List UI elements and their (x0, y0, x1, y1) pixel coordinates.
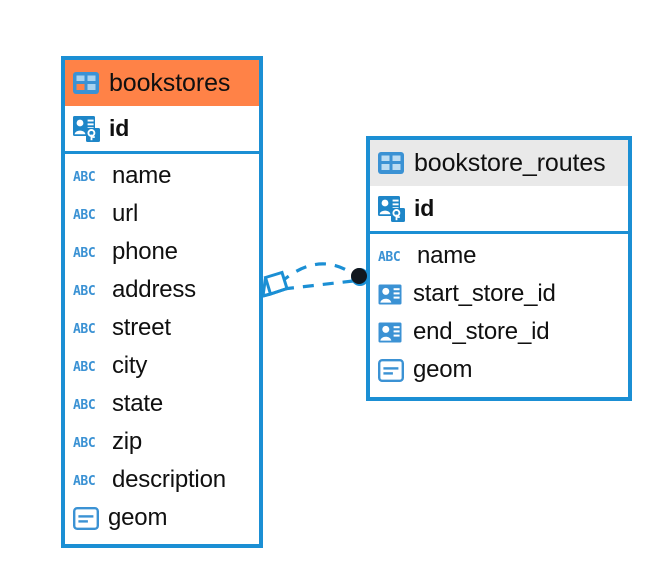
field-label-geom: geom (413, 356, 473, 383)
entity-table-bookstores[interactable]: bookstores (61, 56, 263, 548)
field-row-geom[interactable]: geom (65, 499, 259, 537)
text-abc-icon: ABC (73, 321, 96, 337)
field-label-start-store-id: start_store_id (413, 280, 556, 307)
field-row-description[interactable]: ABC description (65, 461, 259, 499)
entity-header-bookstores[interactable]: bookstores (65, 60, 259, 106)
field-row-street[interactable]: ABC street (65, 309, 259, 347)
field-row-start-store-id[interactable]: start_store_id (370, 275, 628, 313)
field-row-address[interactable]: ABC address (65, 271, 259, 309)
relationship-line-start-store (282, 279, 354, 291)
text-abc-icon: ABC (73, 207, 96, 223)
entity-header-bookstore-routes[interactable]: bookstore_routes (370, 140, 628, 186)
foreign-key-icon (378, 321, 404, 344)
entity-table-bookstore-routes[interactable]: bookstore_routes (366, 136, 632, 401)
text-abc-icon: ABC (378, 249, 401, 265)
primary-key-icon (73, 115, 100, 142)
geometry-icon (73, 506, 99, 530)
field-label-id: id (414, 195, 435, 221)
field-row-name[interactable]: ABC name (65, 157, 259, 195)
field-row-city[interactable]: ABC city (65, 347, 259, 385)
text-abc-icon: ABC (73, 397, 96, 413)
field-label-id: id (109, 115, 130, 141)
text-abc-icon: ABC (73, 283, 96, 299)
relationship-line-end-store (278, 262, 358, 285)
field-label-address: address (112, 276, 196, 303)
text-abc-icon: ABC (73, 435, 96, 451)
entity-title-bookstores: bookstores (109, 68, 231, 97)
field-row-end-store-id[interactable]: end_store_id (370, 313, 628, 351)
field-label-name: name (112, 162, 172, 189)
field-row-id[interactable]: id (370, 186, 628, 231)
field-label-geom: geom (108, 504, 168, 531)
field-label-phone: phone (112, 238, 178, 265)
field-label-city: city (112, 352, 148, 379)
field-row-geom[interactable]: geom (370, 351, 628, 389)
table-icon (73, 72, 99, 94)
primary-key-group-bookstore-routes: id (370, 186, 628, 234)
foreign-key-icon (378, 283, 404, 306)
table-icon (378, 152, 404, 174)
entity-title-bookstore-routes: bookstore_routes (414, 148, 606, 177)
field-label-state: state (112, 390, 164, 417)
primary-key-icon (378, 195, 405, 222)
field-row-name[interactable]: ABC name (370, 237, 628, 275)
field-label-url: url (112, 200, 139, 227)
text-abc-icon: ABC (73, 169, 96, 185)
field-row-zip[interactable]: ABC zip (65, 423, 259, 461)
column-group-bookstores: ABC name ABC url ABC phone ABC address A… (65, 154, 259, 537)
field-label-end-store-id: end_store_id (413, 318, 550, 345)
field-label-name: name (417, 242, 477, 269)
text-abc-icon: ABC (73, 473, 96, 489)
one-diamond-marker (261, 270, 289, 299)
geometry-icon (378, 358, 404, 382)
field-row-id[interactable]: id (65, 106, 259, 151)
primary-key-group-bookstores: id (65, 106, 259, 154)
field-row-url[interactable]: ABC url (65, 195, 259, 233)
field-label-description: description (112, 466, 226, 493)
text-abc-icon: ABC (73, 245, 96, 261)
field-label-street: street (112, 314, 171, 341)
field-row-state[interactable]: ABC state (65, 385, 259, 423)
field-label-zip: zip (112, 428, 143, 455)
text-abc-icon: ABC (73, 359, 96, 375)
column-group-bookstore-routes: ABC name start_store_id (370, 234, 628, 389)
field-row-phone[interactable]: ABC phone (65, 233, 259, 271)
